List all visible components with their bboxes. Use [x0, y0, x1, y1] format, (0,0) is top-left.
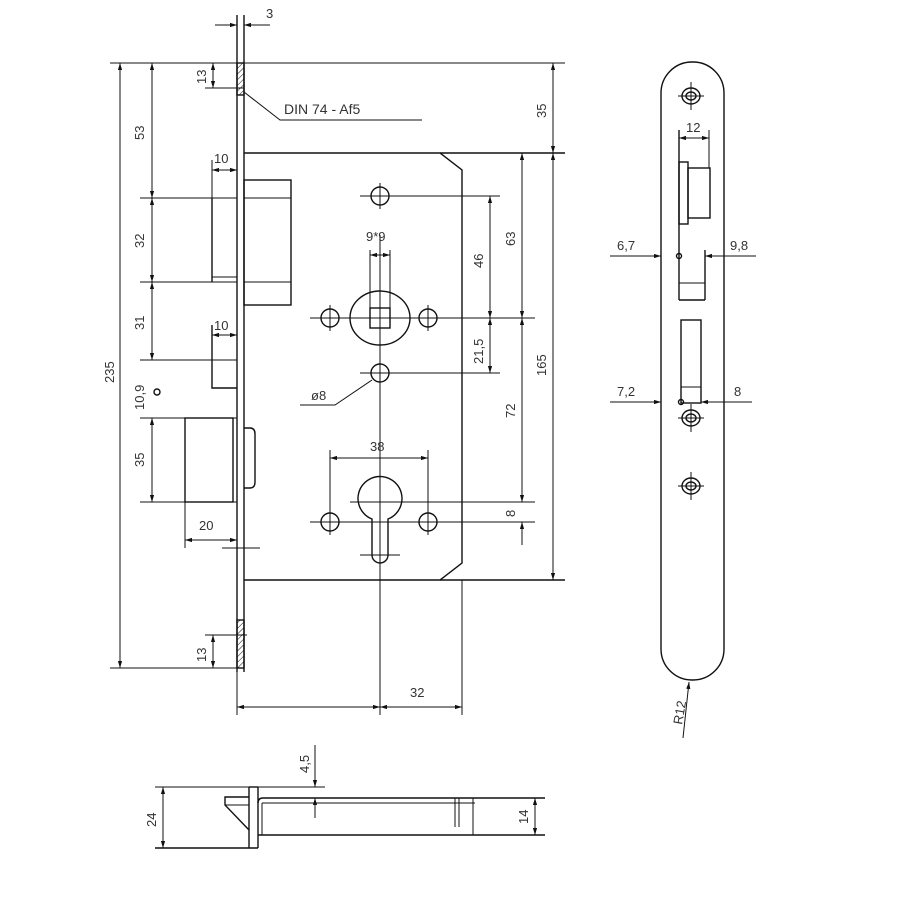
label-latch-gap: 10,9 [132, 385, 147, 410]
label-case-depth: 14 [516, 810, 531, 824]
label-screw-above: 46 [471, 254, 486, 268]
cylinder-cutout [310, 450, 535, 564]
front-view: 3 DIN 74 - Af5 13 13 235 53 32 31 10,9 3… [102, 6, 565, 715]
bottom-view: 24 14 4,5 [144, 745, 545, 849]
label-cylinder-offset: 8 [503, 510, 518, 517]
label-spindle-to-top: 63 [503, 232, 518, 246]
strike-dimensions: 12 6,7 9,8 7,2 8 R12 [610, 120, 756, 739]
label-spindle-to-cylinder: 72 [503, 404, 518, 418]
label-right-lower: 8 [734, 384, 741, 399]
deadbolt [211, 160, 292, 306]
label-latch-height: 35 [132, 453, 147, 467]
label-bolt-throw: 10 [214, 151, 228, 166]
label-spindle-square: 9*9 [366, 229, 386, 244]
reference-lines [110, 62, 565, 669]
strike-plate-view: 12 6,7 9,8 7,2 8 R12 [610, 61, 756, 739]
label-radius: R12 [670, 699, 689, 725]
label-cylinder-screw-spacing: 38 [370, 439, 384, 454]
label-latch-depth: 20 [199, 518, 213, 533]
label-din-note: DIN 74 - Af5 [284, 101, 360, 117]
label-latch-throw: 10 [214, 318, 228, 333]
label-offset: 4,5 [297, 755, 312, 773]
dimension-lines [117, 22, 556, 715]
label-right-upper: 9,8 [730, 238, 748, 253]
spindle-hub [300, 183, 535, 715]
label-overall-depth: 24 [144, 813, 159, 827]
strike-plate-outline [660, 61, 725, 681]
label-left-upper: 6,7 [617, 238, 635, 253]
faceplate [236, 15, 256, 672]
label-overall-height: 235 [102, 361, 117, 383]
label-slot-width: 12 [686, 120, 700, 135]
label-faceplate-thickness: 3 [266, 6, 273, 21]
label-bolt-to-latch: 31 [132, 316, 147, 330]
label-left-lower: 7,2 [617, 384, 635, 399]
label-case-height: 165 [534, 354, 549, 376]
strike-slots [675, 130, 711, 406]
label-hole-diameter: ø8 [311, 388, 326, 403]
latch [153, 325, 237, 548]
lock-case [244, 152, 565, 715]
strike-screw-holes [678, 82, 704, 500]
label-bolt-height: 32 [132, 234, 147, 248]
bottom-dimensions: 24 14 4,5 [144, 745, 538, 848]
label-to-bolt: 53 [132, 126, 147, 140]
dimension-labels: 3 DIN 74 - Af5 13 13 235 53 32 31 10,9 3… [102, 6, 549, 700]
label-screw-below: 21,5 [471, 339, 486, 364]
label-backset-remainder: 32 [410, 685, 424, 700]
label-case-top: 35 [534, 104, 549, 118]
label-bottom-screw: 13 [194, 648, 209, 662]
label-top-screw: 13 [194, 70, 209, 84]
